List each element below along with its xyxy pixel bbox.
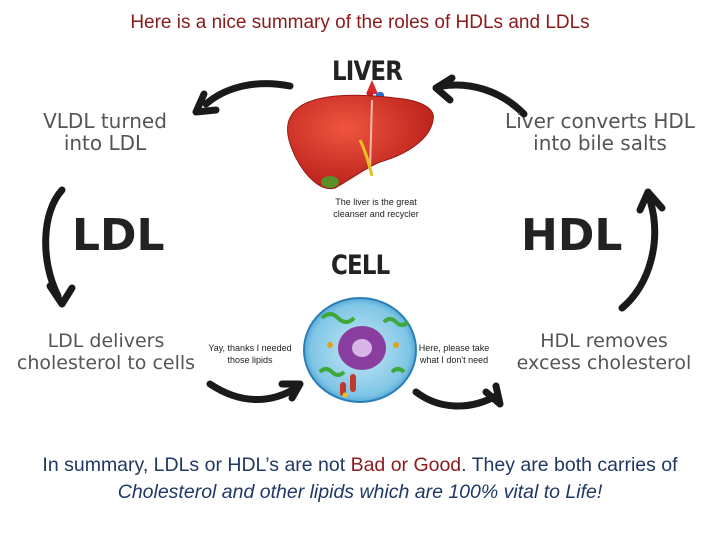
liver-icon — [287, 80, 434, 190]
summary-part1: In summary, LDLs or HDL’s are not — [42, 454, 351, 476]
arrow-head-vldl — [192, 90, 220, 116]
arrow-head-hdl-rem — [482, 382, 504, 408]
liver-label: LIVER — [332, 56, 403, 87]
arrow-from-cell — [412, 388, 500, 410]
summary-italic: Cholesterol and other lipids which are 1… — [117, 481, 603, 503]
summary-text: In summary, LDLs or HDL’s are not Bad or… — [10, 452, 710, 506]
page-title: Here is a nice summary of the roles of H… — [130, 12, 590, 33]
ldl-delivers-caption: LDL delivers cholesterol to cells — [16, 330, 196, 374]
arrow-head-liver — [432, 74, 456, 104]
liver-converts-caption: Liver converts HDL into bile salts — [505, 109, 695, 155]
hdl-label: HDL — [521, 210, 623, 261]
arrow-liver-to-vldl — [202, 80, 294, 108]
liver-note: The liver is the great cleanser and recy… — [333, 197, 419, 219]
cell-label: CELL — [331, 250, 390, 281]
arrow-hdl-up — [618, 196, 659, 312]
arrow-to-liver — [438, 81, 528, 118]
arrow-to-cell — [206, 380, 300, 403]
here-speech: Here, please take what I don't need — [418, 343, 490, 365]
arrow-ldl-down — [42, 186, 66, 300]
yay-speech: Yay, thanks I needed those lipids — [208, 343, 292, 365]
summary-part2: . They are both carries of — [461, 454, 678, 476]
hdl-removes-caption: HDL removes excess cholesterol — [516, 330, 692, 374]
arrow-head-hdl — [636, 188, 666, 214]
cycle-arrows — [42, 74, 666, 410]
ldl-label: LDL — [72, 210, 165, 261]
summary-bad-or-good: Bad or Good — [350, 454, 462, 476]
cell-icon — [303, 297, 417, 403]
vldl-caption: VLDL turned into LDL — [43, 109, 167, 155]
arrow-head-ldl — [46, 282, 76, 308]
arrow-head-cell — [278, 380, 304, 402]
